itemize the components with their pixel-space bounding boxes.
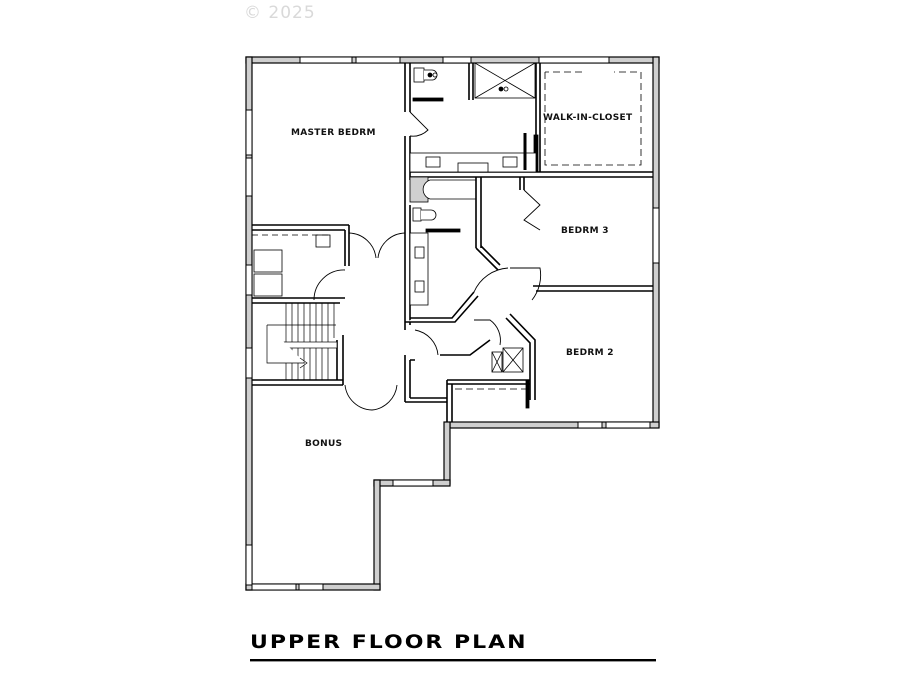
room-label-bedroom-2: BEDRM 2: [566, 348, 614, 358]
room-label-bedroom-3: BEDRM 3: [561, 226, 609, 236]
room-label-walk-in-closet: WALK-IN-CLOSET: [543, 113, 633, 123]
room-label-bonus: BONUS: [305, 439, 343, 449]
room-label-master-bedroom: MASTER BEDRM: [291, 128, 376, 138]
copyright-watermark: © 2025: [244, 3, 316, 23]
title-underline: [250, 659, 656, 661]
plan-title: UPPER FLOOR PLAN: [250, 632, 528, 654]
